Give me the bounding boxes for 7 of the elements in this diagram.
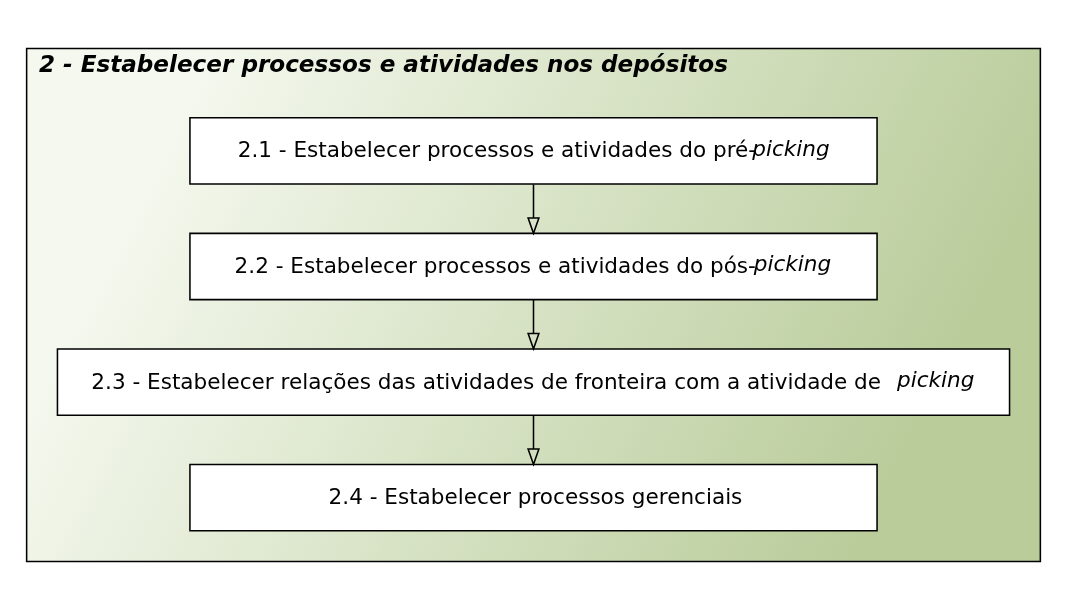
node-box: 2.3 - Estabelecer relações das atividades de fronteira com a atividade de picking <box>56 348 1011 416</box>
arrow <box>527 183 540 236</box>
node-box: 2.2 - Estabelecer processos e atividades do pós-picking <box>189 232 878 301</box>
arrow <box>527 414 540 467</box>
node-box: 2.1 - Estabelecer processos e atividades do pré-picking <box>189 117 878 185</box>
arrow <box>527 299 540 352</box>
node-box: 2.4 - Estabelecer processos gerenciais <box>189 463 878 532</box>
